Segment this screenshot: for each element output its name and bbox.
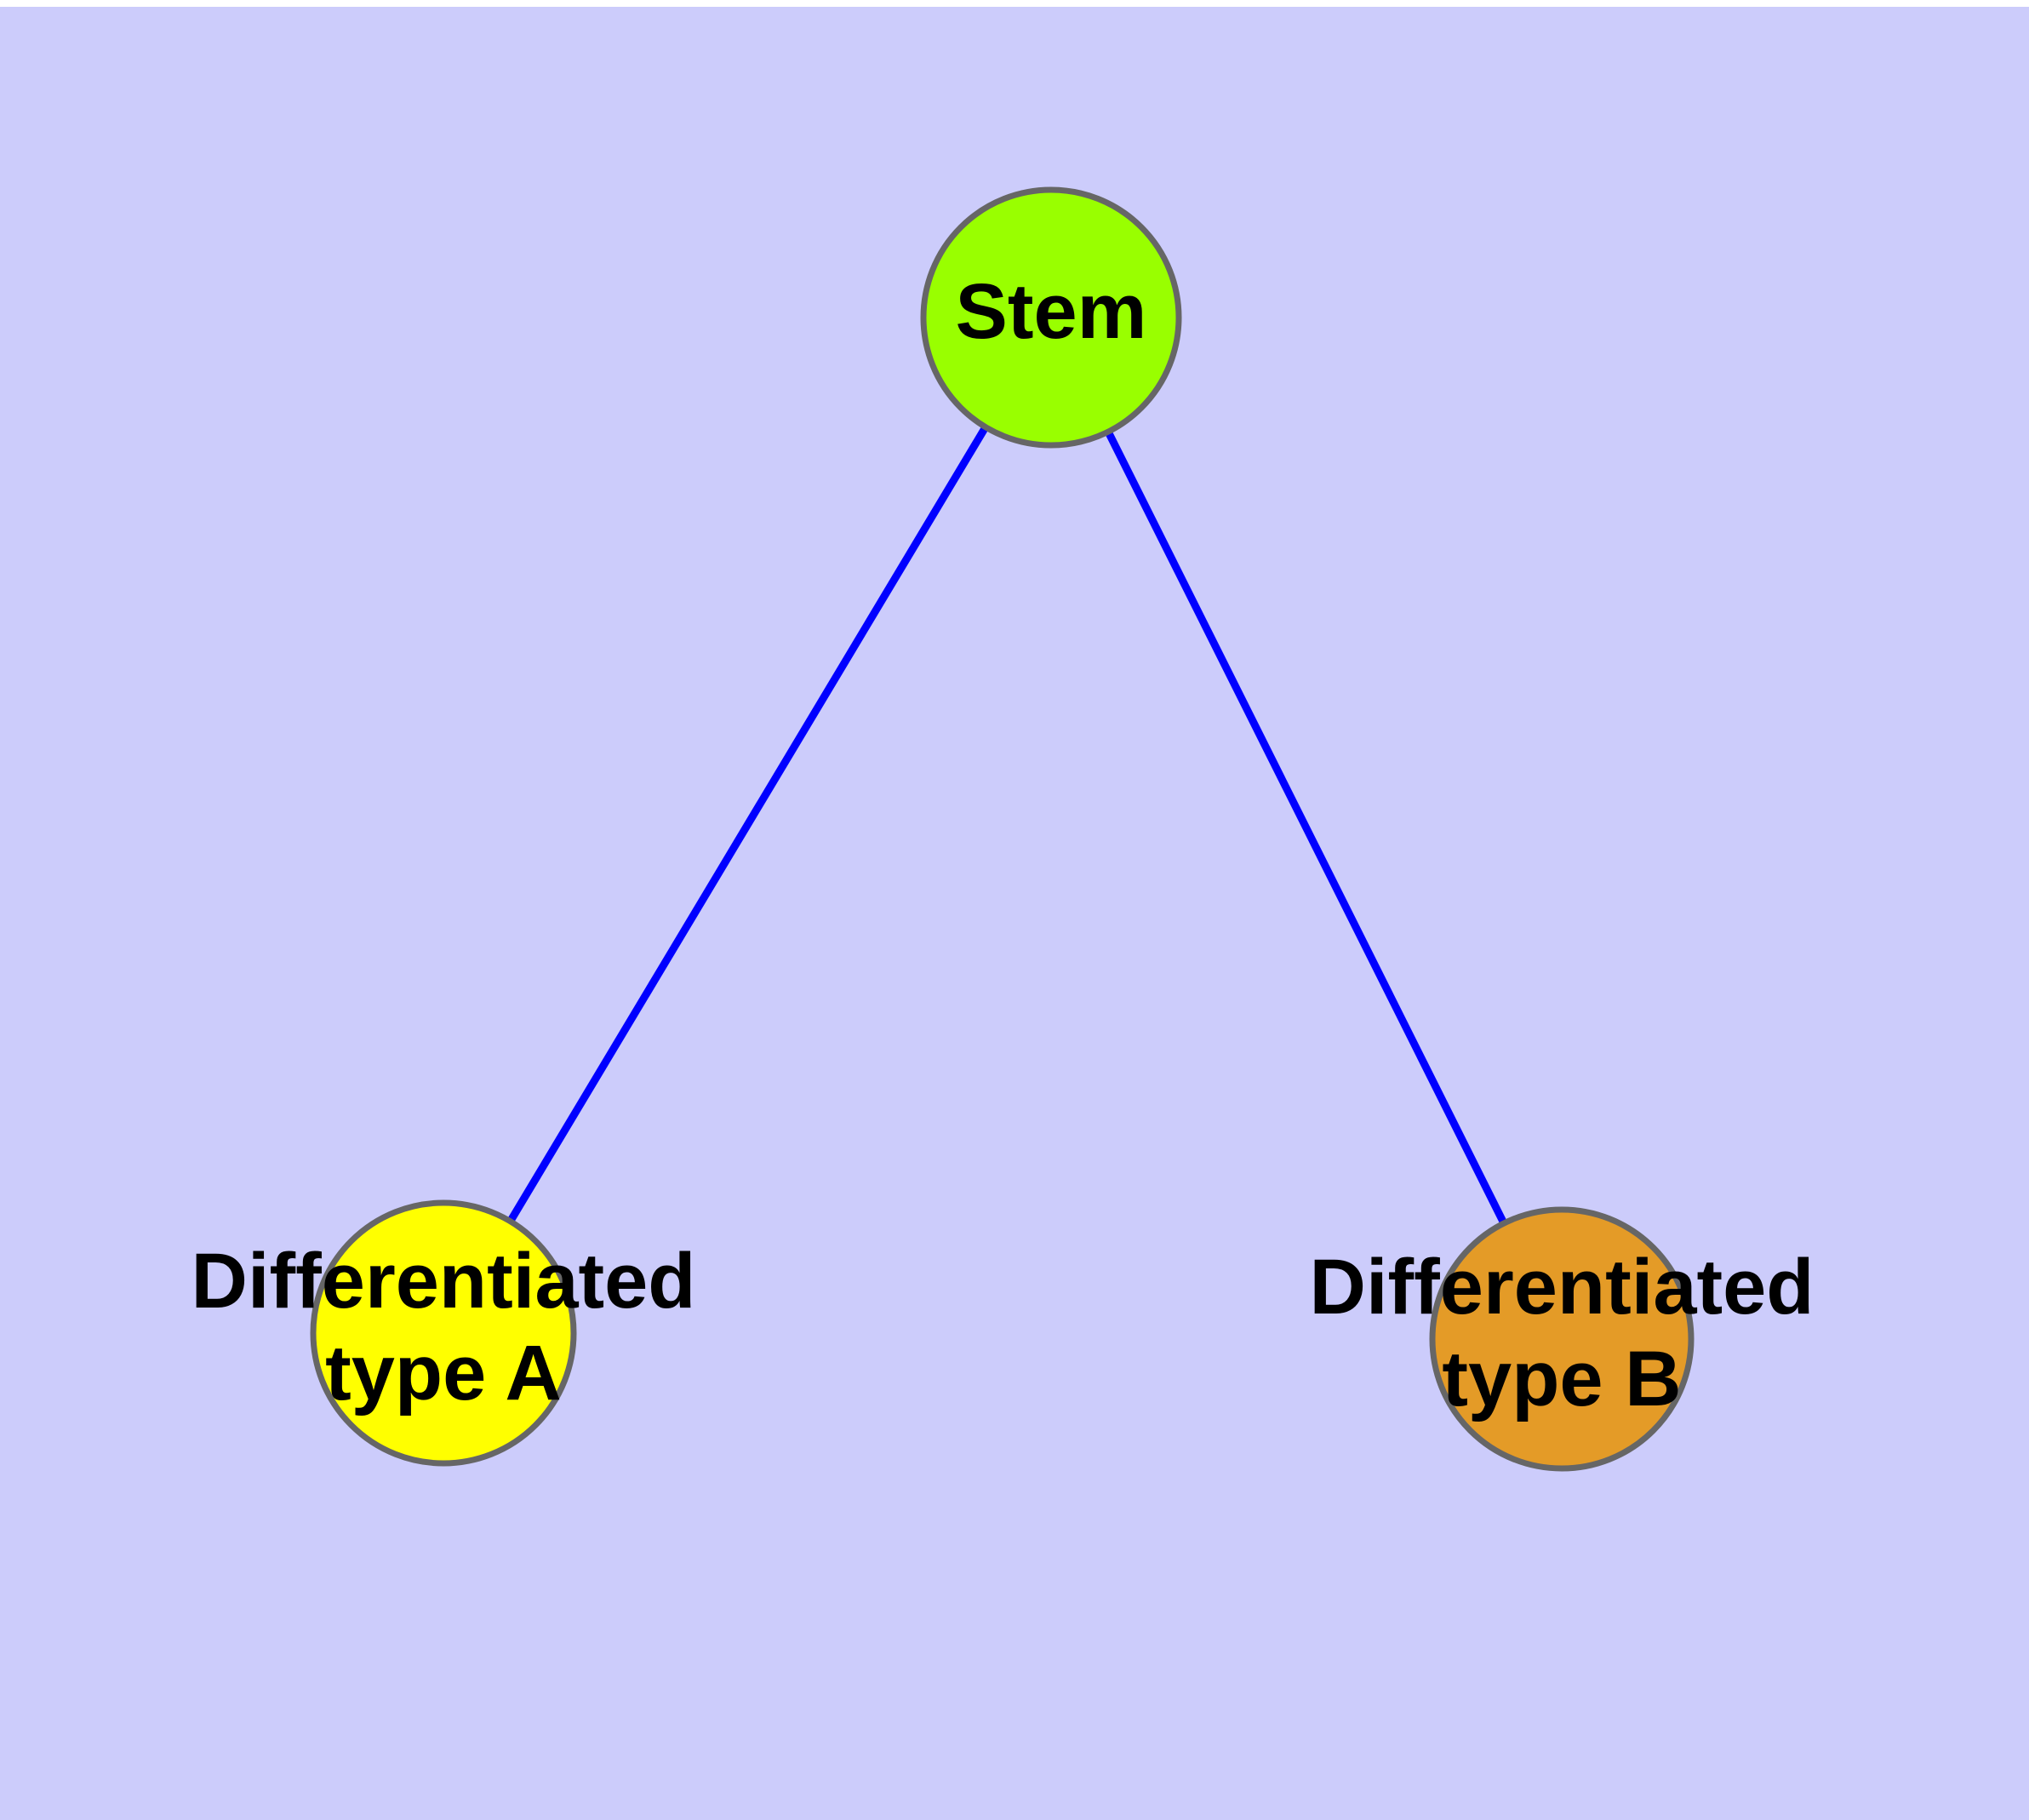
node-circle-diff_b[interactable] [1429,1206,1695,1472]
node-stem[interactable]: Stem [920,186,1182,449]
node-label-line: type A [325,1330,562,1417]
node-label-line: Differentiated [191,1238,696,1325]
node-circle-stem[interactable] [920,186,1182,449]
edge-stem-to-diff_a [506,423,990,1225]
edges-group [506,423,1508,1227]
node-circle-diff_a[interactable] [310,1199,577,1467]
node-label-line: type B [1442,1336,1681,1422]
node-label-line: Stem [956,268,1147,355]
edge-stem-to-diff_b [1104,428,1508,1227]
node-label-stem: Stem [956,268,1147,355]
node-label-line: Differentiated [1310,1244,1815,1331]
